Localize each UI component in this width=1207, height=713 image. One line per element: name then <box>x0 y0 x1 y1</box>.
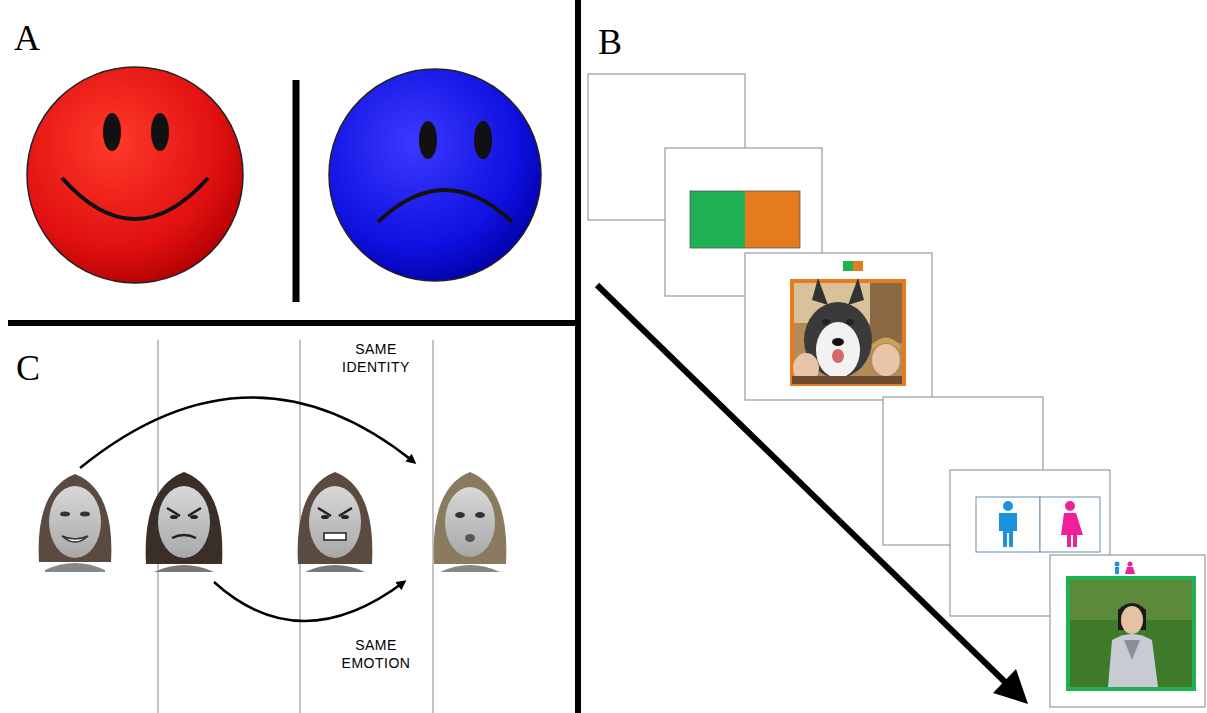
column-lines <box>158 340 433 713</box>
arrow-label: SAME EMOTION <box>326 636 426 673</box>
face-photo <box>475 512 485 518</box>
trial-sequence <box>690 191 800 248</box>
time-arrow <box>993 669 1028 704</box>
face-photo <box>455 512 465 518</box>
sad-face <box>419 121 437 159</box>
panel-divider <box>575 0 581 713</box>
trial-sequence <box>832 338 844 346</box>
face-photo <box>341 515 349 519</box>
trial-sequence <box>832 349 844 363</box>
trial-sequence <box>822 319 830 325</box>
happy-face <box>151 113 169 151</box>
comparison-arrow <box>80 397 414 621</box>
face-photo <box>324 533 346 540</box>
trial-sequence <box>745 191 800 248</box>
time-arrow <box>597 285 1028 704</box>
face-photo <box>146 472 223 564</box>
trial-sequence <box>1061 513 1083 547</box>
face-photo <box>309 486 361 558</box>
trial-sequence <box>872 344 900 376</box>
trial-sequence <box>690 191 745 248</box>
happy-face <box>27 67 243 283</box>
face-photo <box>60 512 70 517</box>
face-photo <box>158 486 210 558</box>
trial-sequence <box>1124 640 1140 660</box>
face-photo <box>465 534 475 542</box>
face-photo <box>172 535 196 538</box>
panel-divider <box>8 320 581 326</box>
separator-line <box>293 80 300 302</box>
trial-sequence <box>1115 567 1119 574</box>
trial-sequence <box>1115 562 1120 567</box>
face-photo <box>318 508 352 516</box>
trial-sequence <box>1070 580 1192 687</box>
face-photo <box>170 515 178 519</box>
face-photo <box>305 565 365 572</box>
face-photo <box>146 472 223 572</box>
trial-sequence <box>812 278 828 305</box>
trial-sequence <box>792 376 902 384</box>
trial-sequence <box>848 278 864 305</box>
panel-divider <box>8 0 581 713</box>
time-arrow <box>597 285 1005 682</box>
face-photo <box>190 515 198 519</box>
sad-face <box>378 190 512 222</box>
face-photo <box>298 472 373 564</box>
happy-face <box>27 67 243 283</box>
panel-letter: A <box>14 20 40 56</box>
happy-face <box>62 178 208 219</box>
trial-sequence <box>870 283 902 343</box>
arrow-label: SAME IDENTITY <box>326 340 426 377</box>
trial-sequence <box>999 513 1017 547</box>
comparison-arrow <box>214 582 404 621</box>
trial-sequence <box>853 261 863 271</box>
face-photo <box>434 472 507 564</box>
sad-face <box>329 69 541 281</box>
face-photo <box>440 565 500 572</box>
face-photo <box>39 474 112 562</box>
trial-sequence <box>843 261 853 271</box>
trial-sequence <box>816 322 860 378</box>
face-photo <box>445 487 495 557</box>
trial-sequence <box>790 279 906 386</box>
trial-sequence <box>1125 567 1135 574</box>
trial-sequence <box>1065 501 1075 511</box>
face-photo <box>39 474 112 572</box>
face-photo <box>167 508 201 516</box>
panel-letter: C <box>16 350 40 386</box>
face-photo <box>80 512 90 517</box>
trial-sequence <box>588 74 1205 707</box>
face-photo <box>298 472 373 572</box>
column-lines <box>432 340 433 713</box>
trial-sequence <box>1040 497 1100 552</box>
trial-sequence <box>872 338 900 351</box>
trial-sequence <box>1003 501 1013 511</box>
face-photo <box>321 515 329 519</box>
sad-face <box>329 69 541 281</box>
trial-sequence <box>1050 555 1205 707</box>
face-photo <box>154 565 214 572</box>
trial-sequence <box>1108 634 1158 687</box>
face-photo <box>434 472 507 572</box>
trial-sequence <box>976 497 1040 552</box>
face-photo <box>62 536 88 542</box>
happy-face <box>103 113 121 151</box>
comparison-arrow <box>80 397 414 468</box>
sad-face <box>474 121 492 159</box>
trial-sequence <box>1066 576 1196 691</box>
trial-sequence <box>846 319 854 325</box>
trial-sequence <box>1128 562 1133 567</box>
face-photo <box>49 486 101 558</box>
trial-sequence <box>745 253 932 400</box>
face-photo <box>45 563 105 572</box>
trial-sequence <box>1121 606 1143 634</box>
panel-letter: B <box>598 24 622 60</box>
trial-sequence <box>794 283 902 382</box>
